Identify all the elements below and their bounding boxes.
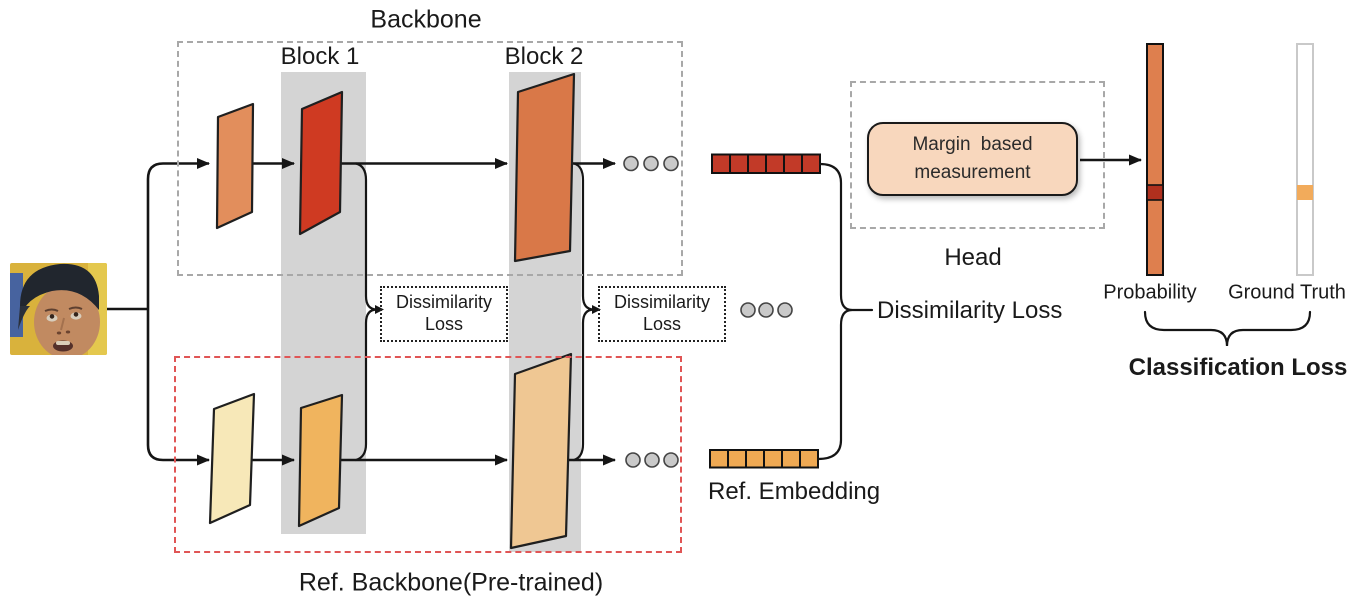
probability-bar	[1146, 43, 1164, 276]
dissimilarity-loss-box-2: Dissimilarity Loss	[598, 286, 726, 342]
dissimilarity-box1-line2: Loss	[424, 314, 464, 334]
probability-label: Probability	[1103, 281, 1197, 304]
feature-map-ref-3	[509, 352, 573, 550]
margin-box-line1: Margin based	[912, 133, 1033, 155]
head-box	[850, 81, 1105, 229]
dissimilarity-brace	[816, 162, 874, 461]
feature-map-ref-2	[297, 393, 344, 528]
branch-top-arrow	[146, 158, 210, 309]
margin-measurement-box: Margin based measurement	[867, 122, 1078, 196]
tap-lines	[354, 162, 596, 462]
ground-truth-label: Ground Truth	[1228, 281, 1346, 304]
classification-loss-label: Classification Loss	[1128, 354, 1348, 381]
ref-embedding-label: Ref. Embedding	[708, 478, 881, 505]
branch-bottom-arrow	[146, 309, 210, 466]
ref-backbone-label: Ref. Backbone(Pre-trained)	[298, 568, 604, 597]
feature-map-top-3	[513, 72, 576, 263]
head-label: Head	[944, 244, 1002, 271]
dissimilarity-box2-line1: Dissimilarity	[614, 292, 710, 313]
probability-highlight-segment	[1146, 184, 1164, 201]
embedding-bar-top	[711, 153, 821, 174]
feature-map-top-1	[215, 102, 255, 230]
ref-backbone-box	[174, 356, 682, 553]
ellipsis-dots	[623, 155, 793, 468]
dissimilarity-loss-box-1: Dissimilarity Loss	[380, 286, 508, 342]
classification-brace	[1143, 310, 1312, 347]
backbone-title: Backbone	[370, 5, 482, 34]
flow-arrows	[107, 154, 1142, 466]
margin-box-line2: measurement	[914, 162, 1031, 183]
dissimilarity-box2-line2: Loss	[642, 314, 682, 334]
feature-map-top-2	[298, 90, 344, 236]
feature-map-ref-1	[208, 392, 256, 525]
dissimilarity-loss-label: Dissimilarity Loss	[877, 297, 1063, 324]
dissimilarity-box1-line1: Dissimilarity	[396, 292, 492, 313]
backbone-box	[177, 41, 683, 276]
block2-label: Block 2	[504, 43, 584, 70]
block1-label: Block 1	[280, 43, 360, 70]
tap-arrowhead-2	[592, 305, 601, 314]
ground-truth-highlight-segment	[1297, 185, 1313, 200]
input-face-image	[10, 263, 107, 355]
embedding-bar-ref	[709, 449, 819, 469]
ground-truth-bar	[1296, 43, 1314, 276]
tap-arrowhead-1	[375, 305, 384, 314]
